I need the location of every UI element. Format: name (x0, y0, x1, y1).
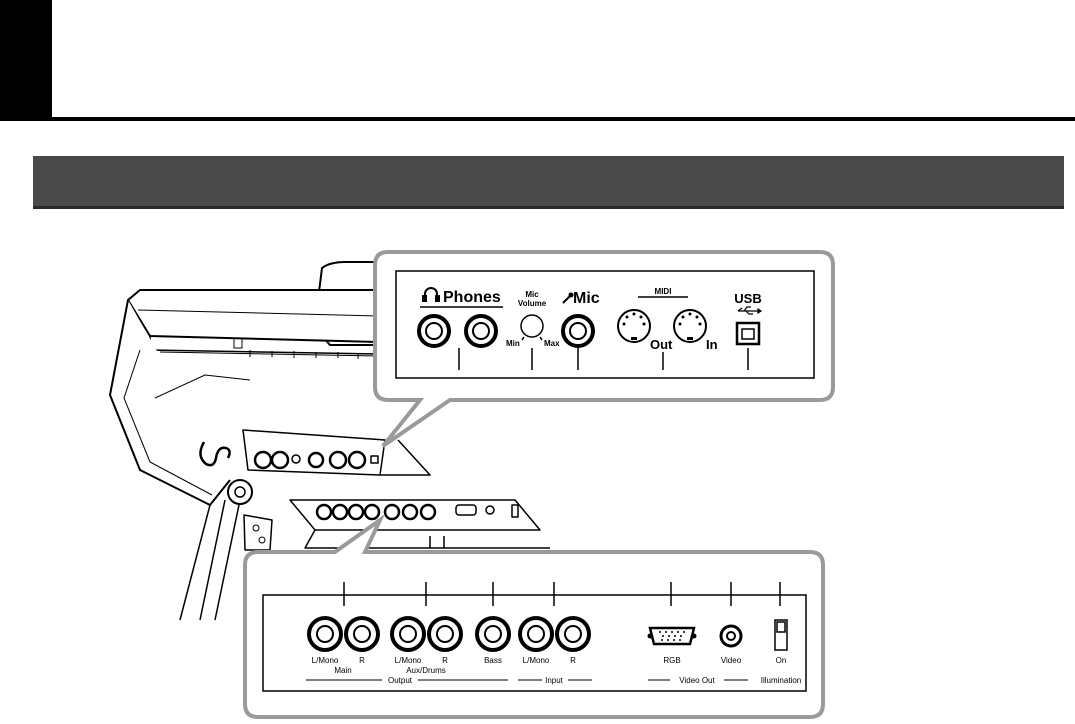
section-title-bar (33, 156, 1064, 209)
mic-volume-label-line2: Volume (518, 299, 547, 308)
jack-label-4: R (442, 656, 448, 665)
main-label: Main (334, 666, 351, 675)
rgb-port (647, 626, 697, 646)
video-rca-port (719, 624, 743, 648)
midi-out-label: Out (650, 337, 673, 352)
phones-label: Phones (443, 289, 501, 306)
mic-volume-label-line1: Mic (525, 290, 539, 299)
jack-label-8: RGB (663, 656, 680, 665)
chapter-heading-rule (0, 117, 1075, 121)
illumination-switch (774, 619, 788, 651)
usb-label: USB (734, 291, 761, 306)
aux-drums-label: Aux/Drums (406, 666, 446, 675)
bottom-callout: L/Mono R L/Mono R Bass L/Mono R RGB Vide… (243, 513, 825, 719)
jack-label-1: L/Mono (312, 656, 339, 665)
mic-label: Mic (573, 290, 600, 307)
video-out-group-label: Video Out (679, 676, 715, 685)
output-group-label: Output (388, 676, 413, 685)
jack-label-3: L/Mono (395, 656, 422, 665)
jack-label-9: Video (721, 656, 742, 665)
headphones-icon (422, 287, 440, 302)
mic-volume-min-label: Min (506, 339, 520, 348)
jack-label-6: L/Mono (523, 656, 550, 665)
chapter-heading-block (0, 0, 52, 117)
midi-in-label: In (706, 337, 718, 352)
jack-label-5: Bass (484, 656, 502, 665)
input-group-label: Input (545, 676, 564, 685)
jack-label-7: R (570, 656, 576, 665)
usb-icon (737, 306, 763, 315)
section-title-bar-underline (33, 206, 1064, 209)
jack-label-2: R (359, 656, 365, 665)
illumination-label: Illumination (761, 676, 801, 685)
microphone-icon (562, 292, 574, 304)
mic-volume-max-label: Max (544, 339, 560, 348)
top-callout: Phones Mic Volume Min Max Mic MIDI (373, 250, 835, 448)
midi-label: MIDI (655, 287, 672, 296)
mic-volume-knob (520, 314, 544, 338)
jack-label-10: On (776, 656, 787, 665)
